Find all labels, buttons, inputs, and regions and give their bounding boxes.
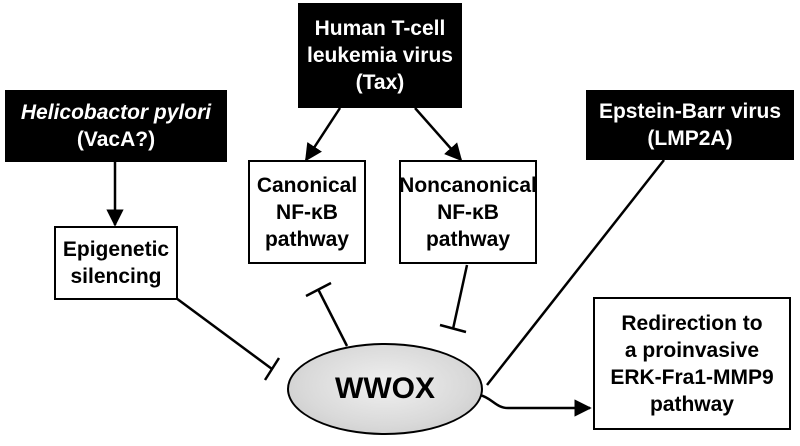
edge-htlv-to-noncanonical bbox=[414, 107, 463, 162]
node-wwox-label: WWOX bbox=[335, 372, 435, 405]
node-redirection-line-4: pathway bbox=[649, 392, 734, 416]
node-redirection-line-3: ERK-Fra1-MMP9 bbox=[610, 365, 774, 389]
node-epigenetic-silencing: Epigenetic silencing bbox=[54, 226, 178, 300]
edge-htlv-to-canonical bbox=[304, 107, 342, 162]
node-canonical-line-2: NF-κB bbox=[276, 200, 338, 224]
node-noncanonical-nfkb: Noncanonical NF-κB pathway bbox=[399, 160, 537, 264]
node-hpylori-line-2: (VacA?) bbox=[76, 128, 156, 151]
node-htlv-line-3: (Tax) bbox=[355, 71, 405, 94]
edge-noncanonical-inhibits-wwox bbox=[439, 264, 469, 334]
edge-wwox-inhibits-canonical bbox=[305, 281, 349, 347]
node-helicobacter-pylori: Helicobactor pylori (VacA?) bbox=[5, 90, 227, 162]
edge-wwox-to-redirection bbox=[479, 393, 592, 417]
node-canonical-nfkb: Canonical NF-κB pathway bbox=[248, 160, 366, 264]
node-noncanonical-line-3: pathway bbox=[425, 227, 511, 251]
node-canonical-line-1: Canonical bbox=[256, 173, 358, 197]
node-htlv-line-1: Human T-cell bbox=[314, 17, 446, 40]
node-htlv: Human T-cell leukemia virus (Tax) bbox=[298, 3, 462, 108]
node-wwox: WWOX bbox=[287, 343, 483, 435]
node-redirection-erk-fra1-mmp9: Redirection to a proinvasive ERK-Fra1-MM… bbox=[593, 297, 791, 430]
node-canonical-line-3: pathway bbox=[264, 227, 349, 251]
node-noncanonical-line-2: NF-κB bbox=[437, 200, 499, 224]
node-ebv-line-1: Epstein-Barr virus bbox=[598, 100, 782, 123]
edge-epigenetic-inhibits-wwox bbox=[175, 296, 281, 381]
node-redirection-line-1: Redirection to bbox=[621, 311, 763, 335]
node-epigenetic-line-2: silencing bbox=[70, 265, 162, 288]
node-ebv-line-2: (LMP2A) bbox=[647, 127, 733, 150]
node-epstein-barr-virus: Epstein-Barr virus (LMP2A) bbox=[586, 90, 794, 160]
node-hpylori-line-1: Helicobactor pylori bbox=[20, 101, 212, 124]
node-htlv-line-2: leukemia virus bbox=[307, 44, 453, 67]
edge-ebv-to-wwox bbox=[486, 159, 665, 386]
node-epigenetic-line-1: Epigenetic bbox=[62, 238, 170, 261]
node-noncanonical-line-1: Noncanonical bbox=[399, 173, 537, 197]
node-redirection-line-2: a proinvasive bbox=[624, 338, 760, 362]
